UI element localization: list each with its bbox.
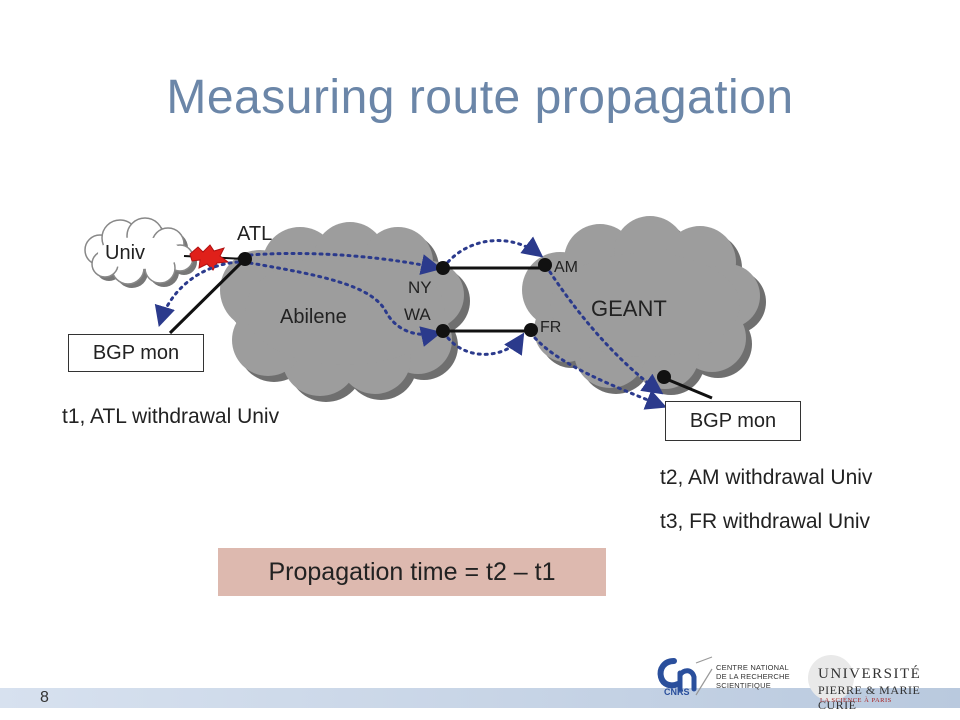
cnrs-line-2: DE LA RECHERCHE — [716, 672, 790, 681]
univ-label: Univ — [105, 242, 145, 264]
link-geant-bgpmon — [663, 376, 713, 400]
router-ny — [436, 261, 450, 275]
cnrs-logo: CNRS — [657, 656, 713, 697]
upmc-line-2: PIERRE & MARIE CURIE — [818, 683, 921, 712]
propagation-paths — [154, 236, 667, 410]
cnrs-mark: CNRS — [664, 687, 690, 697]
upmc-seal — [808, 655, 854, 701]
page-number: 8 — [40, 689, 49, 706]
link-atl-bgpmon — [168, 257, 247, 335]
wa-label: WA — [404, 305, 431, 324]
router-wa — [436, 324, 450, 338]
event-t2: t2, AM withdrawal Univ — [660, 466, 873, 489]
router-am — [538, 258, 552, 272]
event-t3: t3, FR withdrawal Univ — [660, 510, 871, 533]
fr-label: FR — [540, 319, 561, 336]
slide-title: Measuring route propagation — [166, 71, 794, 124]
upmc-line-3: LA SCIENCE À PARIS — [820, 697, 892, 704]
cnrs-text: CENTRE NATIONAL DE LA RECHERCHE SCIENTIF… — [716, 663, 790, 690]
upmc-line-1: UNIVERSITÉ — [818, 666, 922, 682]
event-t1: t1, ATL withdrawal Univ — [62, 405, 280, 428]
ny-label: NY — [408, 278, 432, 297]
propagation-formula: Propagation time = t2 – t1 — [218, 548, 606, 596]
link-failure-icon — [183, 244, 246, 271]
cnrs-line-1: CENTRE NATIONAL — [716, 663, 789, 672]
footer-bar — [0, 688, 960, 708]
router-geant-monitor — [657, 370, 671, 384]
abilene-label: Abilene — [280, 306, 347, 328]
cnrs-line-3: SCIENTIFIQUE — [716, 681, 771, 690]
geant-label: GEANT — [591, 296, 667, 321]
univ-cloud — [84, 217, 197, 288]
router-fr — [524, 323, 538, 337]
bgp-monitor-left: BGP mon — [68, 334, 204, 372]
atl-label: ATL — [237, 223, 272, 245]
bgp-monitor-right: BGP mon — [665, 401, 801, 441]
geant-cloud — [522, 216, 766, 395]
am-label: AM — [554, 259, 578, 276]
router-atl — [238, 252, 252, 266]
